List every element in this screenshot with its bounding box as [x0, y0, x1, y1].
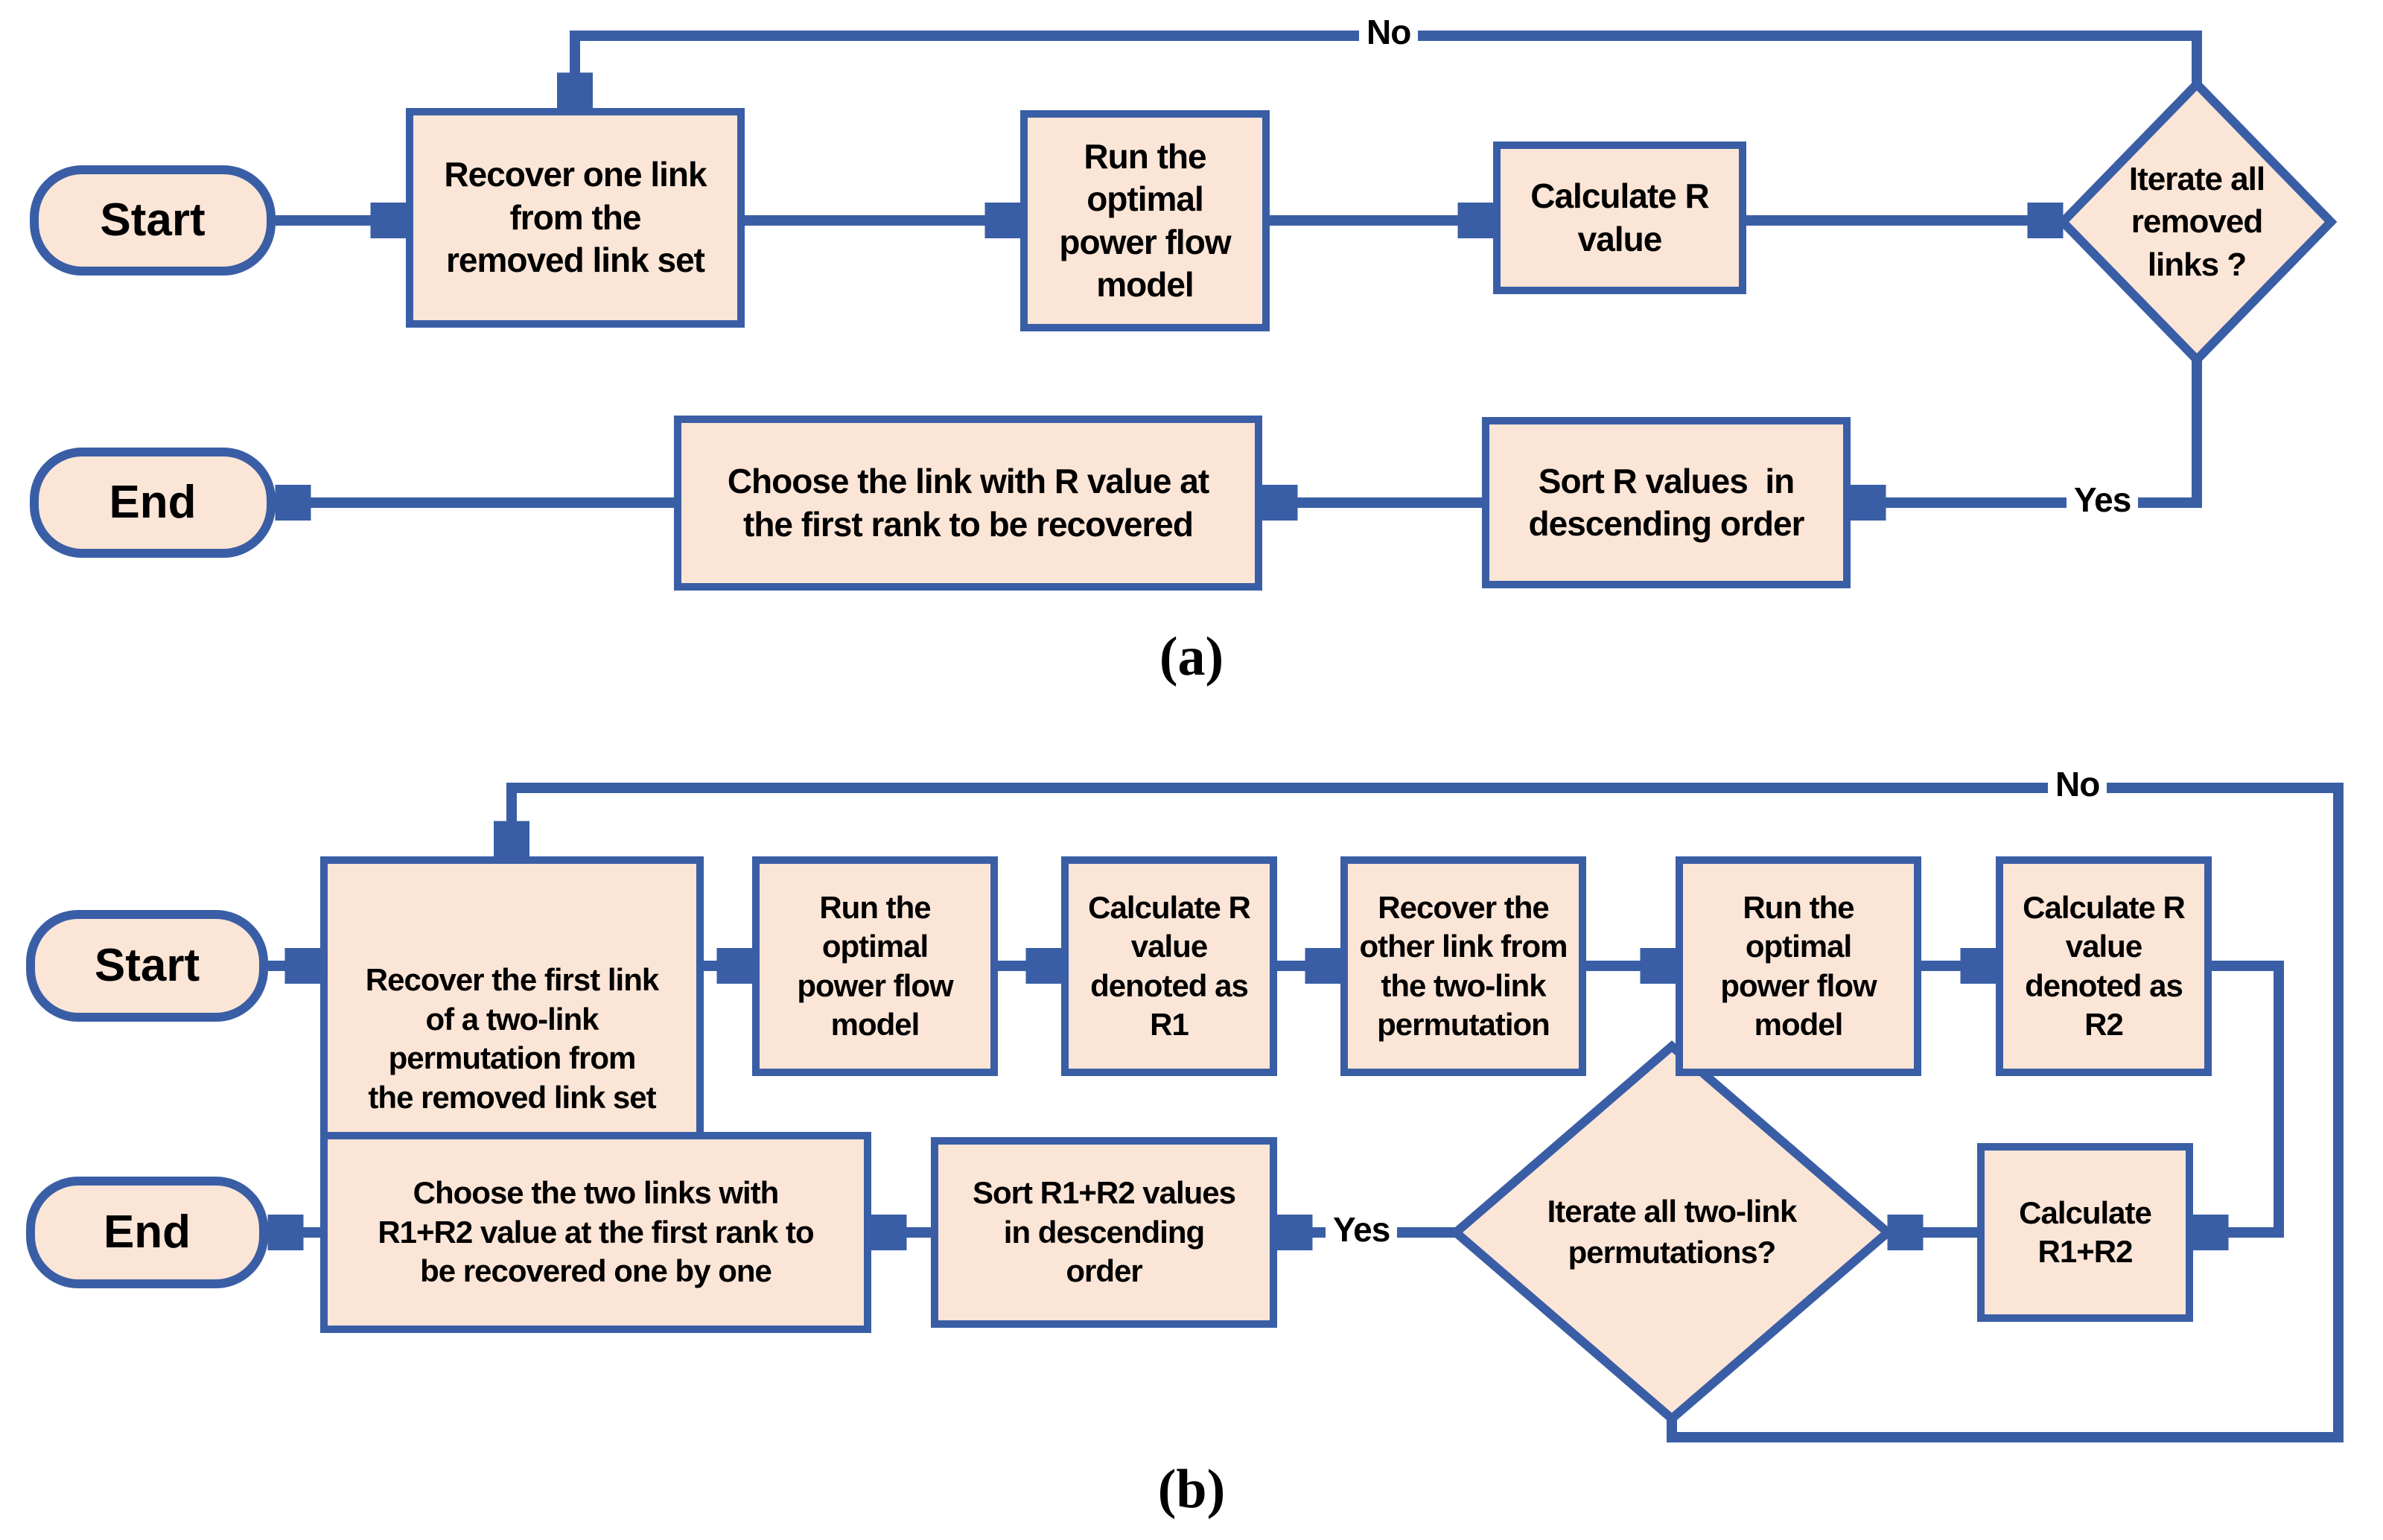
edge-label-yes-b: Yes	[1326, 1209, 1398, 1250]
terminator-start-a: Start	[30, 165, 276, 276]
process-sort-r1r2-values-b: Sort R1+R2 values in descending order	[931, 1137, 1277, 1328]
process-run-opf-2-b: Run the optimal power flow model	[1676, 856, 1921, 1076]
process-calculate-r2-b: Calculate R value denoted as R2	[1996, 856, 2212, 1076]
edge-label-no-a: No	[1359, 12, 1419, 52]
process-run-opf-a: Run the optimal power flow model	[1020, 110, 1270, 331]
process-choose-two-links-b: Choose the two links with R1+R2 value at…	[320, 1132, 871, 1333]
decision-label-iterate-two-link-permutations: Iterate all two-link permutations?	[1547, 1194, 1798, 1270]
process-calculate-r1-plus-r2-b: Calculate R1+R2	[1977, 1143, 2193, 1322]
process-recover-one-link-a: Recover one link from the removed link s…	[406, 108, 745, 328]
process-recover-other-link-b: Recover the other link from the two-link…	[1340, 856, 1586, 1076]
edge-label-no-b: No	[2048, 764, 2107, 804]
edge-label-yes-a: Yes	[2067, 480, 2139, 520]
terminator-end-b: End	[26, 1177, 268, 1288]
edge-b-calcr2-to-sum	[2204, 961, 2284, 1232]
edge-b-no-loop	[512, 783, 2344, 1442]
process-choose-link-a: Choose the link with R value at the firs…	[674, 416, 1262, 591]
terminator-end-a: End	[30, 448, 276, 558]
edge-a-yes-to-sort	[1861, 360, 2202, 503]
caption-b: (b)	[1157, 1459, 1226, 1520]
terminator-start-b: Start	[26, 910, 268, 1022]
process-calculate-r1-b: Calculate R value denoted as R1	[1061, 856, 1277, 1076]
caption-a: (a)	[1159, 626, 1224, 687]
decision-diamond-b	[1448, 1040, 1895, 1425]
process-calculate-r-a: Calculate R value	[1493, 141, 1746, 294]
decision-label-iterate-removed-links: Iterate all removed links ?	[2128, 161, 2265, 283]
process-run-opf-1-b: Run the optimal power flow model	[752, 856, 998, 1076]
decision-diamond-a	[2056, 77, 2338, 366]
process-sort-r-values-a: Sort R values in descending order	[1482, 417, 1851, 588]
